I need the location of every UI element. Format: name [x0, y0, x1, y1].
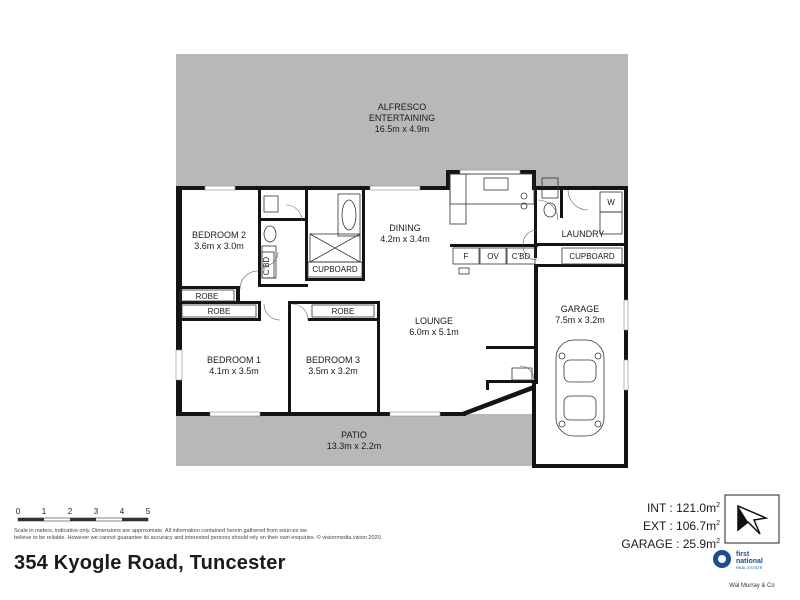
bedroom2-name: BEDROOM 2 [192, 230, 246, 240]
robe-label-bed3: ROBE [332, 307, 355, 316]
patio-name: PATIO [341, 430, 367, 440]
svg-text:first: first [736, 551, 750, 558]
bedroom3-name: BEDROOM 3 [306, 355, 360, 365]
cupboard-label-garage: CUPBOARD [569, 252, 615, 261]
ext-area: EXT : 106.7m2 [642, 519, 720, 533]
agency-brand: first national REAL ESTATE Wal Murray & … [712, 548, 792, 589]
fixtures [179, 173, 623, 318]
laundry-name: LAUNDRY [562, 229, 605, 239]
bedroom1-name: BEDROOM 1 [207, 355, 261, 365]
bedroom3-dims: 3.5m x 3.2m [308, 366, 358, 376]
alfresco-dims: 16.5m x 4.9m [375, 124, 430, 134]
fridge-label: F [464, 252, 469, 261]
property-address: 354 Kyogle Road, Tuncester [14, 552, 286, 574]
door-swings [239, 189, 589, 381]
disclaimer-line-1: Scale in meters, indicative only. Dimens… [14, 528, 308, 534]
scale-tick-4: 4 [120, 507, 125, 516]
svg-text:REAL ESTATE: REAL ESTATE [736, 565, 763, 570]
lounge-name: LOUNGE [415, 316, 453, 326]
robe-label-bed1: ROBE [208, 307, 231, 316]
oven-label: OV [487, 252, 499, 261]
alfresco-name-2: ENTERTAINING [369, 113, 435, 123]
cupboard-label-bath: CUPBOARD [312, 265, 358, 274]
scale-tick-2: 2 [68, 507, 73, 516]
int-area: INT : 121.0m2 [646, 501, 720, 515]
bedroom2-dims: 3.6m x 3.0m [194, 241, 244, 251]
washer-label: W [607, 198, 615, 207]
cbd-label-kitchen: C'BD [512, 252, 531, 261]
dining-name: DINING [389, 223, 421, 233]
scale-tick-0: 0 [16, 507, 21, 516]
windows [175, 169, 629, 417]
disclaimer-line-2: believe to be reliable. However we canno… [14, 535, 383, 541]
garage-dims: 7.5m x 3.2m [555, 315, 605, 325]
svg-text:national: national [736, 558, 763, 565]
scale-tick-5: 5 [146, 507, 151, 516]
agent-name: Wal Murray & Co [729, 583, 775, 589]
lounge-dims: 6.0m x 5.1m [409, 327, 459, 337]
garage-name: GARAGE [561, 304, 600, 314]
disclaimer: Scale in meters, indicative only. Dimens… [14, 528, 434, 542]
scale-bar: 0 1 2 3 4 5 [16, 507, 151, 522]
cbd-label-hall: C'BD [262, 257, 271, 276]
car-icon [555, 339, 605, 437]
scale-tick-1: 1 [42, 507, 47, 516]
alfresco-name-1: ALFRESCO [378, 102, 427, 112]
alfresco-area [176, 54, 628, 188]
north-compass-icon [724, 494, 780, 544]
dining-dims: 4.2m x 3.4m [380, 234, 430, 244]
agency-logo-icon: first national REAL ESTATE [713, 550, 763, 570]
scale-tick-3: 3 [94, 507, 99, 516]
patio-area [176, 414, 532, 466]
interior-walls [180, 188, 626, 414]
garage-area: GARAGE : 25.9m2 [621, 537, 720, 551]
patio-dims: 13.3m x 2.2m [327, 441, 382, 451]
bedroom1-dims: 4.1m x 3.5m [209, 366, 259, 376]
area-summary: INT : 121.0m2 EXT : 106.7m2 GARAGE : 25.… [621, 498, 720, 552]
robe-label-bed2: ROBE [196, 292, 219, 301]
